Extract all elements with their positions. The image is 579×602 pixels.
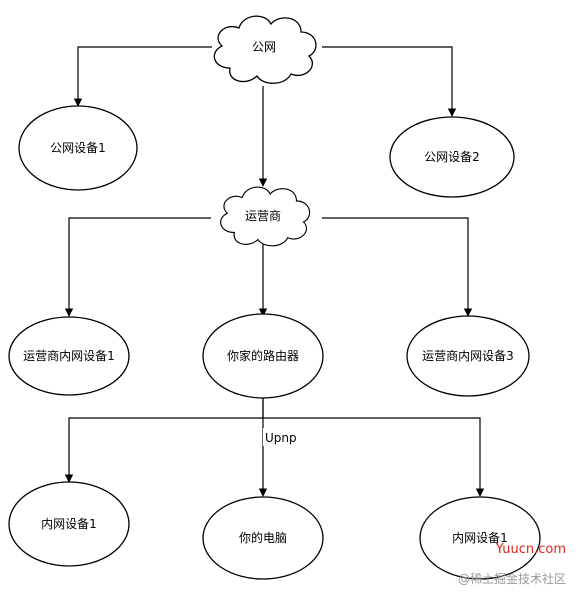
edge-public-to-public-device-1 [73, 46, 212, 107]
node-public-device-2-label: 公网设备2 [424, 150, 480, 164]
edge-public-to-public-device-2 [322, 46, 457, 117]
node-isp-lan-device-3-label: 运营商内网设备3 [422, 348, 514, 363]
edge-isp-to-isp-lan-device-1 [64, 217, 211, 317]
node-isp-lan-device-1: 运营商内网设备1 [8, 316, 130, 396]
edges [64, 46, 485, 497]
node-isp-label: 运营商 [245, 208, 281, 223]
node-isp-lan-device-1-label: 运营商内网设备1 [23, 348, 115, 363]
node-lan-device-1-left: 内网设备1 [8, 481, 130, 567]
edge-router-to-lan-device-1-left [64, 398, 264, 483]
edge-isp-to-isp-lan-device-3 [322, 217, 473, 317]
edge-router-to-lan-device-1-right [263, 417, 485, 497]
watermark-yuucn: Yuucn.com [495, 542, 566, 557]
watermark-juejin: @稀土掘金技术社区 [458, 571, 566, 586]
node-public-network: 公网 [213, 15, 317, 84]
node-public-network-label: 公网 [252, 40, 276, 54]
node-home-router-label: 你家的路由器 [227, 348, 299, 363]
node-public-device-1-label: 公网设备1 [50, 141, 106, 155]
node-isp-lan-device-3: 运营商内网设备3 [406, 315, 530, 397]
node-lan-device-1-left-label: 内网设备1 [41, 517, 97, 531]
edge-label-upnp: Upnp [265, 431, 297, 445]
node-public-device-2: 公网设备2 [389, 116, 515, 198]
node-public-device-1: 公网设备1 [18, 105, 138, 191]
node-isp: 运营商 [219, 186, 311, 247]
node-your-pc-label: 你的电脑 [239, 530, 287, 545]
node-lan-device-1-right: 内网设备1 [419, 496, 541, 580]
edge-label-upnp-bg [263, 428, 299, 446]
node-your-pc: 你的电脑 [202, 496, 324, 580]
node-lan-device-1-right-label: 内网设备1 [452, 531, 508, 545]
node-home-router: 你家的路由器 [202, 313, 324, 399]
